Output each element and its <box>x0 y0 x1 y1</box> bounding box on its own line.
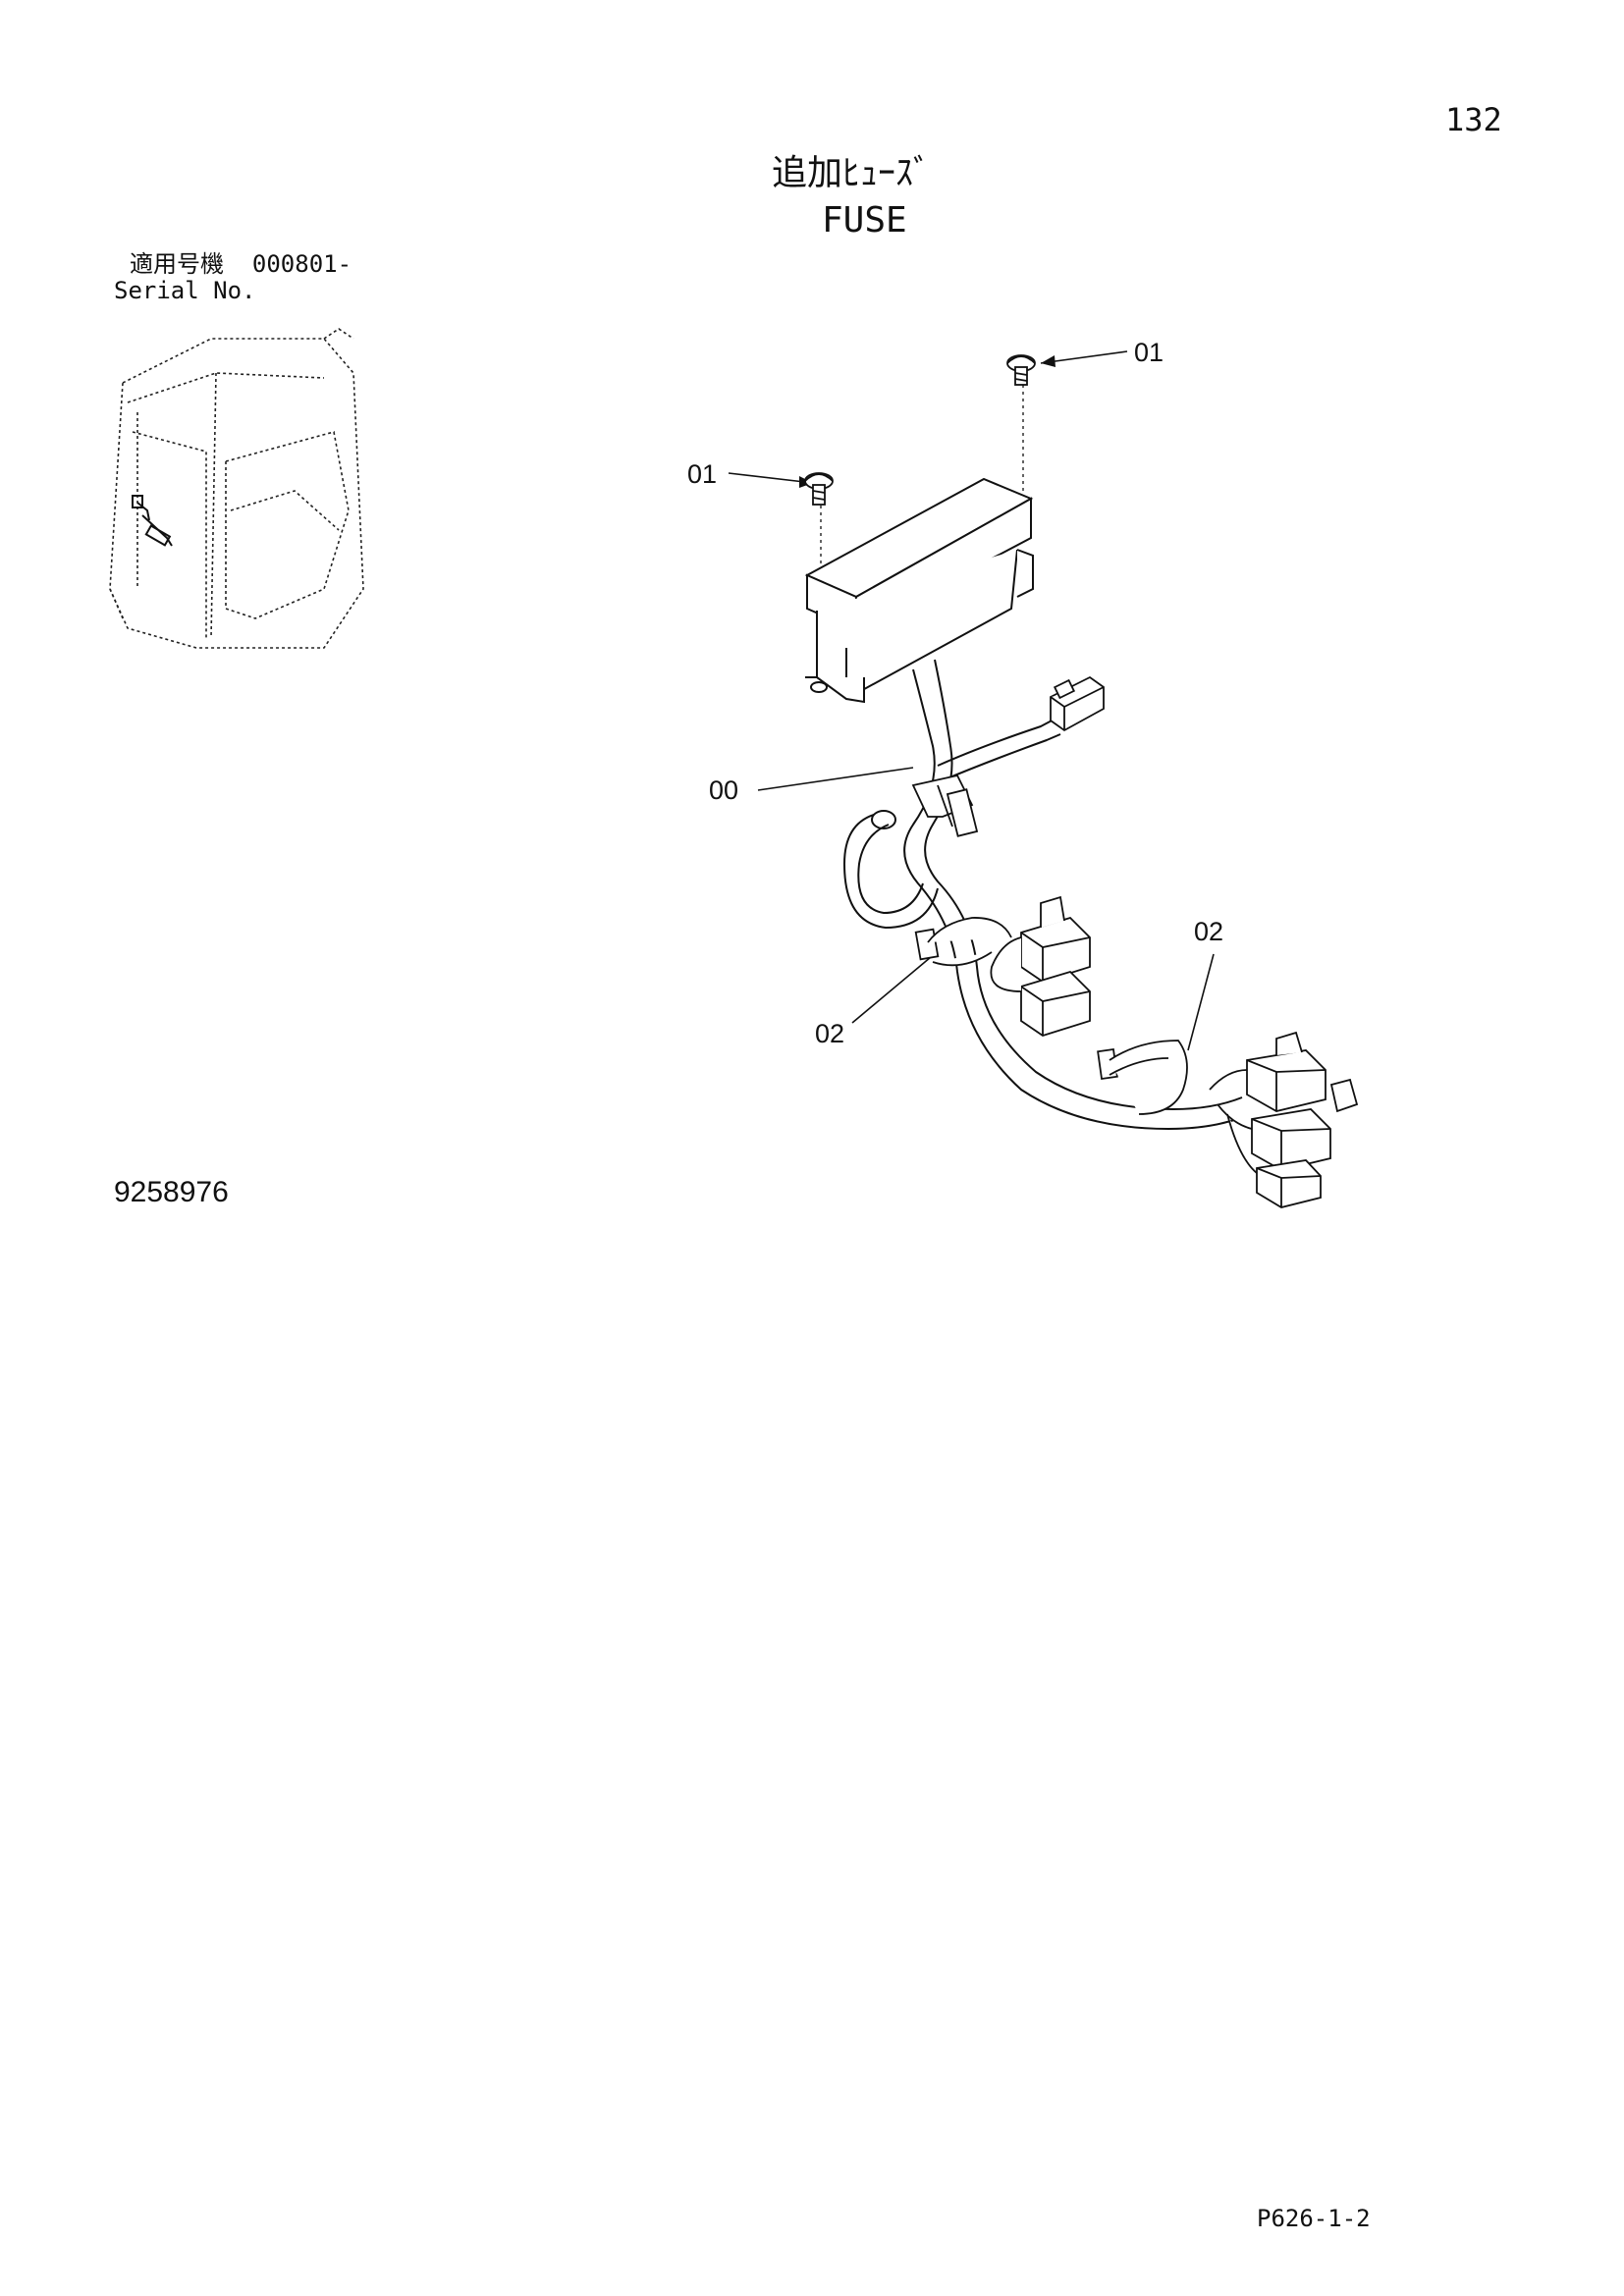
page-number: 132 <box>1445 101 1502 138</box>
lower-bolt <box>804 472 834 506</box>
left-clamp <box>914 917 1012 967</box>
right-connectors <box>1209 1031 1359 1208</box>
serial-label-japanese: 適用号機 000801- <box>130 252 352 276</box>
cab-location-thumbnail <box>109 328 364 649</box>
callout-label: 01 <box>1134 338 1164 367</box>
upper-bolt <box>1006 354 1036 386</box>
title-japanese: 追加ﾋｭｰｽﾞ <box>772 152 932 192</box>
upper-connector <box>1050 675 1105 732</box>
callout-label: 00 <box>709 775 739 805</box>
callout-label: 02 <box>1194 917 1224 946</box>
drawing-number: 9258976 <box>114 1176 229 1208</box>
serial-jp-label: 適用号機 <box>130 250 224 278</box>
callout-label: 02 <box>815 1019 845 1048</box>
serial-range: 000801- <box>251 250 352 278</box>
callout-label: 01 <box>687 459 718 489</box>
leader-lines <box>728 350 1215 1051</box>
serial-label-english: Serial No. <box>114 277 256 304</box>
trunk-clamp <box>911 774 979 837</box>
right-clamp <box>1097 1040 1188 1115</box>
title-english: FUSE <box>822 200 907 240</box>
thumbnail-part-highlight <box>132 495 173 547</box>
fuse-box <box>804 477 1034 704</box>
sheet-reference: P626-1-2 <box>1257 2205 1371 2232</box>
middle-connectors <box>990 895 1091 1037</box>
